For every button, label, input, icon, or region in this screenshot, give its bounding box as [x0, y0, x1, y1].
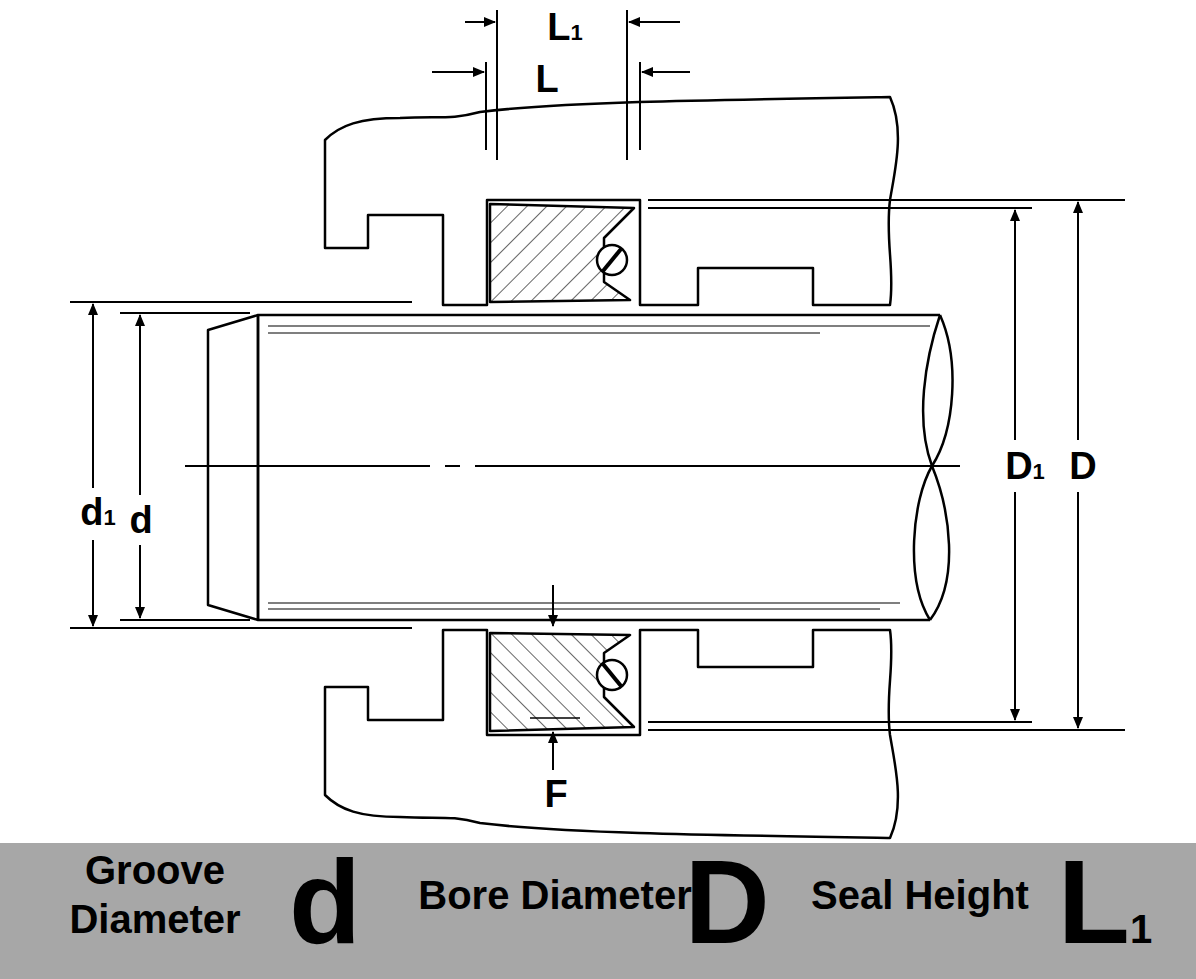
dimension-label: L — [533, 60, 560, 98]
dimension-label: F — [542, 775, 569, 813]
dimension-label: d1 — [78, 493, 117, 531]
dimension-label: D — [1067, 447, 1098, 485]
dimension-label: D1 — [1003, 447, 1047, 485]
band-caption: Seal Height — [790, 871, 1050, 920]
band-symbol: d — [289, 843, 361, 961]
band-caption: Bore Diameter — [405, 871, 705, 920]
band-symbol: L1 — [1058, 843, 1152, 961]
dimension-label: d — [127, 501, 154, 539]
legend-band: Groove Diameterd Bore DiameterD Seal Heigh… — [0, 843, 1196, 979]
dimension-label: L1 — [545, 8, 584, 46]
seal-illustration — [0, 0, 1196, 843]
band-caption: Groove Diameter — [5, 846, 305, 944]
band-symbol: D — [684, 843, 769, 961]
